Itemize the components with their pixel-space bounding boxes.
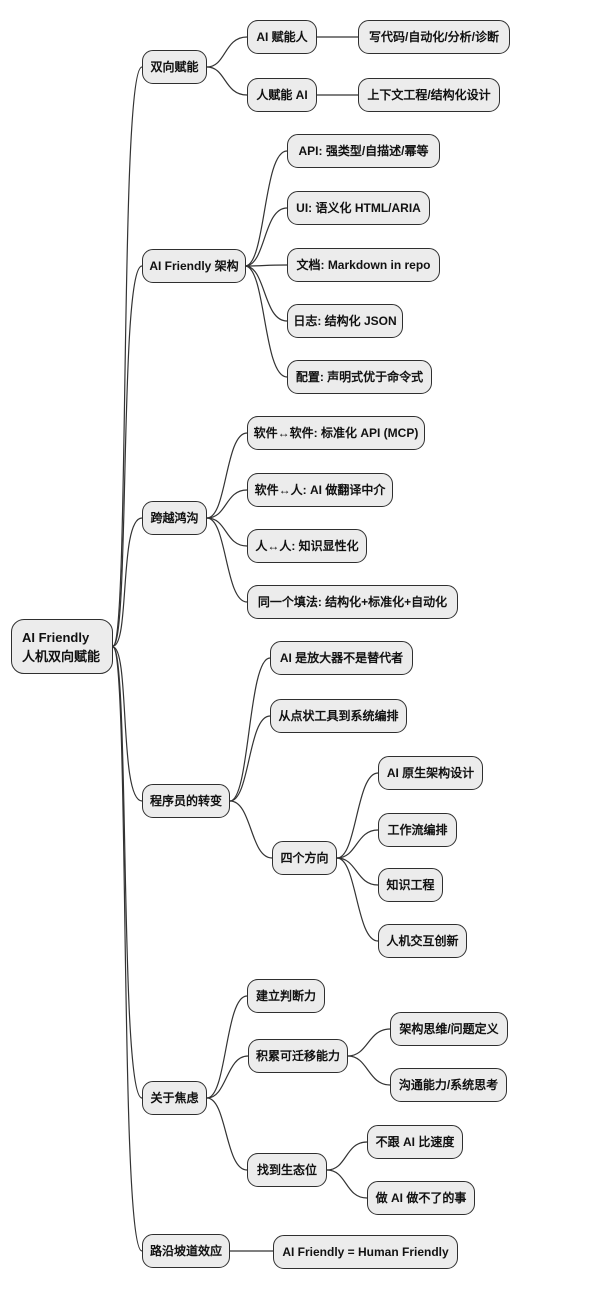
node-logs-structured-json: 日志: 结构化 JSON (287, 304, 403, 338)
node-context-engineering: 上下文工程/结构化设计 (358, 78, 500, 112)
edge-root-to-gap (112, 517, 143, 647)
edge-transferable-to-communication (347, 1055, 391, 1086)
node-crossing-the-gap: 跨越鸿沟 (142, 501, 207, 535)
edge-niche-to-dont-race (326, 1141, 368, 1171)
edge-programmer-to-orchestration (229, 715, 271, 802)
edge-root-to-anxiety (112, 646, 143, 1099)
edge-gap-to-human-human (206, 517, 248, 547)
edge-root-to-bidirectional (112, 66, 143, 647)
node-find-niche: 找到生态位 (247, 1153, 327, 1187)
edge-anxiety-to-transferable (206, 1055, 249, 1099)
node-ai-native-architecture: AI 原生架构设计 (378, 756, 483, 790)
node-communication-systems-thinking: 沟通能力/系统思考 (390, 1068, 507, 1102)
node-software-human: 软件↔人: AI 做翻译中介 (247, 473, 393, 507)
edge-gap-to-sw-human (206, 489, 248, 519)
node-workflow-orchestration: 工作流编排 (378, 813, 457, 847)
node-ai-friendly-human-friendly: AI Friendly = Human Friendly (273, 1235, 458, 1269)
edge-programmer-to-amplifier (229, 657, 271, 802)
edge-arch-to-ui (244, 207, 288, 267)
edge-niche-to-do-what-ai-cant (326, 1169, 368, 1199)
edge-gap-to-same-solution (206, 517, 248, 603)
node-curb-cut-effect: 路沿坡道效应 (142, 1234, 230, 1268)
edge-four-to-hci (336, 857, 379, 942)
node-bidirectional-empowerment: 双向赋能 (142, 50, 207, 84)
node-dont-race-ai: 不跟 AI 比速度 (367, 1125, 463, 1159)
edge-root-to-programmer (112, 646, 143, 802)
edge-gap-to-sw-sw (206, 432, 248, 519)
root-label-line1: AI Friendly (22, 629, 90, 645)
edge-arch-to-logs (244, 265, 288, 322)
edge-four-to-workflow (336, 829, 379, 859)
node-software-software: 软件↔软件: 标准化 API (MCP) (247, 416, 425, 450)
edge-bidirectional-to-ai-empowers (206, 36, 248, 68)
node-ai-empowers-human: AI 赋能人 (247, 20, 317, 54)
node-root: AI Friendly 人机双向赋能 (11, 619, 113, 674)
node-ai-friendly-architecture: AI Friendly 架构 (142, 249, 246, 283)
node-programmer-transformation: 程序员的转变 (142, 784, 230, 818)
node-human-human: 人↔人: 知识显性化 (247, 529, 367, 563)
node-knowledge-engineering: 知识工程 (378, 868, 443, 902)
node-point-tools-to-orchestration: 从点状工具到系统编排 (270, 699, 407, 733)
node-hci-innovation: 人机交互创新 (378, 924, 467, 958)
node-ui-semantic-html: UI: 语义化 HTML/ARIA (287, 191, 430, 225)
node-build-judgment: 建立判断力 (247, 979, 325, 1013)
node-coding-automation: 写代码/自动化/分析/诊断 (358, 20, 510, 54)
edge-arch-to-api (244, 150, 288, 267)
node-about-anxiety: 关于焦虑 (142, 1081, 207, 1115)
node-transferable-skills: 积累可迁移能力 (248, 1039, 348, 1073)
root-label-line2: 人机双向赋能 (22, 648, 101, 664)
node-ai-amplifier: AI 是放大器不是替代者 (270, 641, 413, 675)
edge-programmer-to-four-directions (229, 800, 273, 859)
node-human-empowers-ai: 人赋能 AI (247, 78, 317, 112)
node-architecture-thinking: 架构思维/问题定义 (390, 1012, 508, 1046)
edge-arch-to-docs (244, 264, 288, 267)
edge-anxiety-to-judgment (206, 995, 248, 1099)
node-config-declarative: 配置: 声明式优于命令式 (287, 360, 432, 394)
node-docs-markdown: 文档: Markdown in repo (287, 248, 440, 282)
node-same-solution: 同一个填法: 结构化+标准化+自动化 (247, 585, 458, 619)
edge-arch-to-config (244, 265, 288, 378)
edge-anxiety-to-niche (206, 1097, 248, 1171)
node-four-directions: 四个方向 (272, 841, 337, 875)
edge-bidirectional-to-human-empowers (206, 66, 248, 96)
edge-root-to-curbcut (112, 646, 143, 1252)
edge-four-to-knowledge (336, 857, 379, 886)
node-api-strong-typing: API: 强类型/自描述/幂等 (287, 134, 440, 168)
edge-transferable-to-architecture-thinking (347, 1028, 391, 1057)
edge-root-to-architecture (112, 265, 143, 647)
node-do-what-ai-cant: 做 AI 做不了的事 (367, 1181, 475, 1215)
edge-four-to-ai-native (336, 772, 379, 859)
